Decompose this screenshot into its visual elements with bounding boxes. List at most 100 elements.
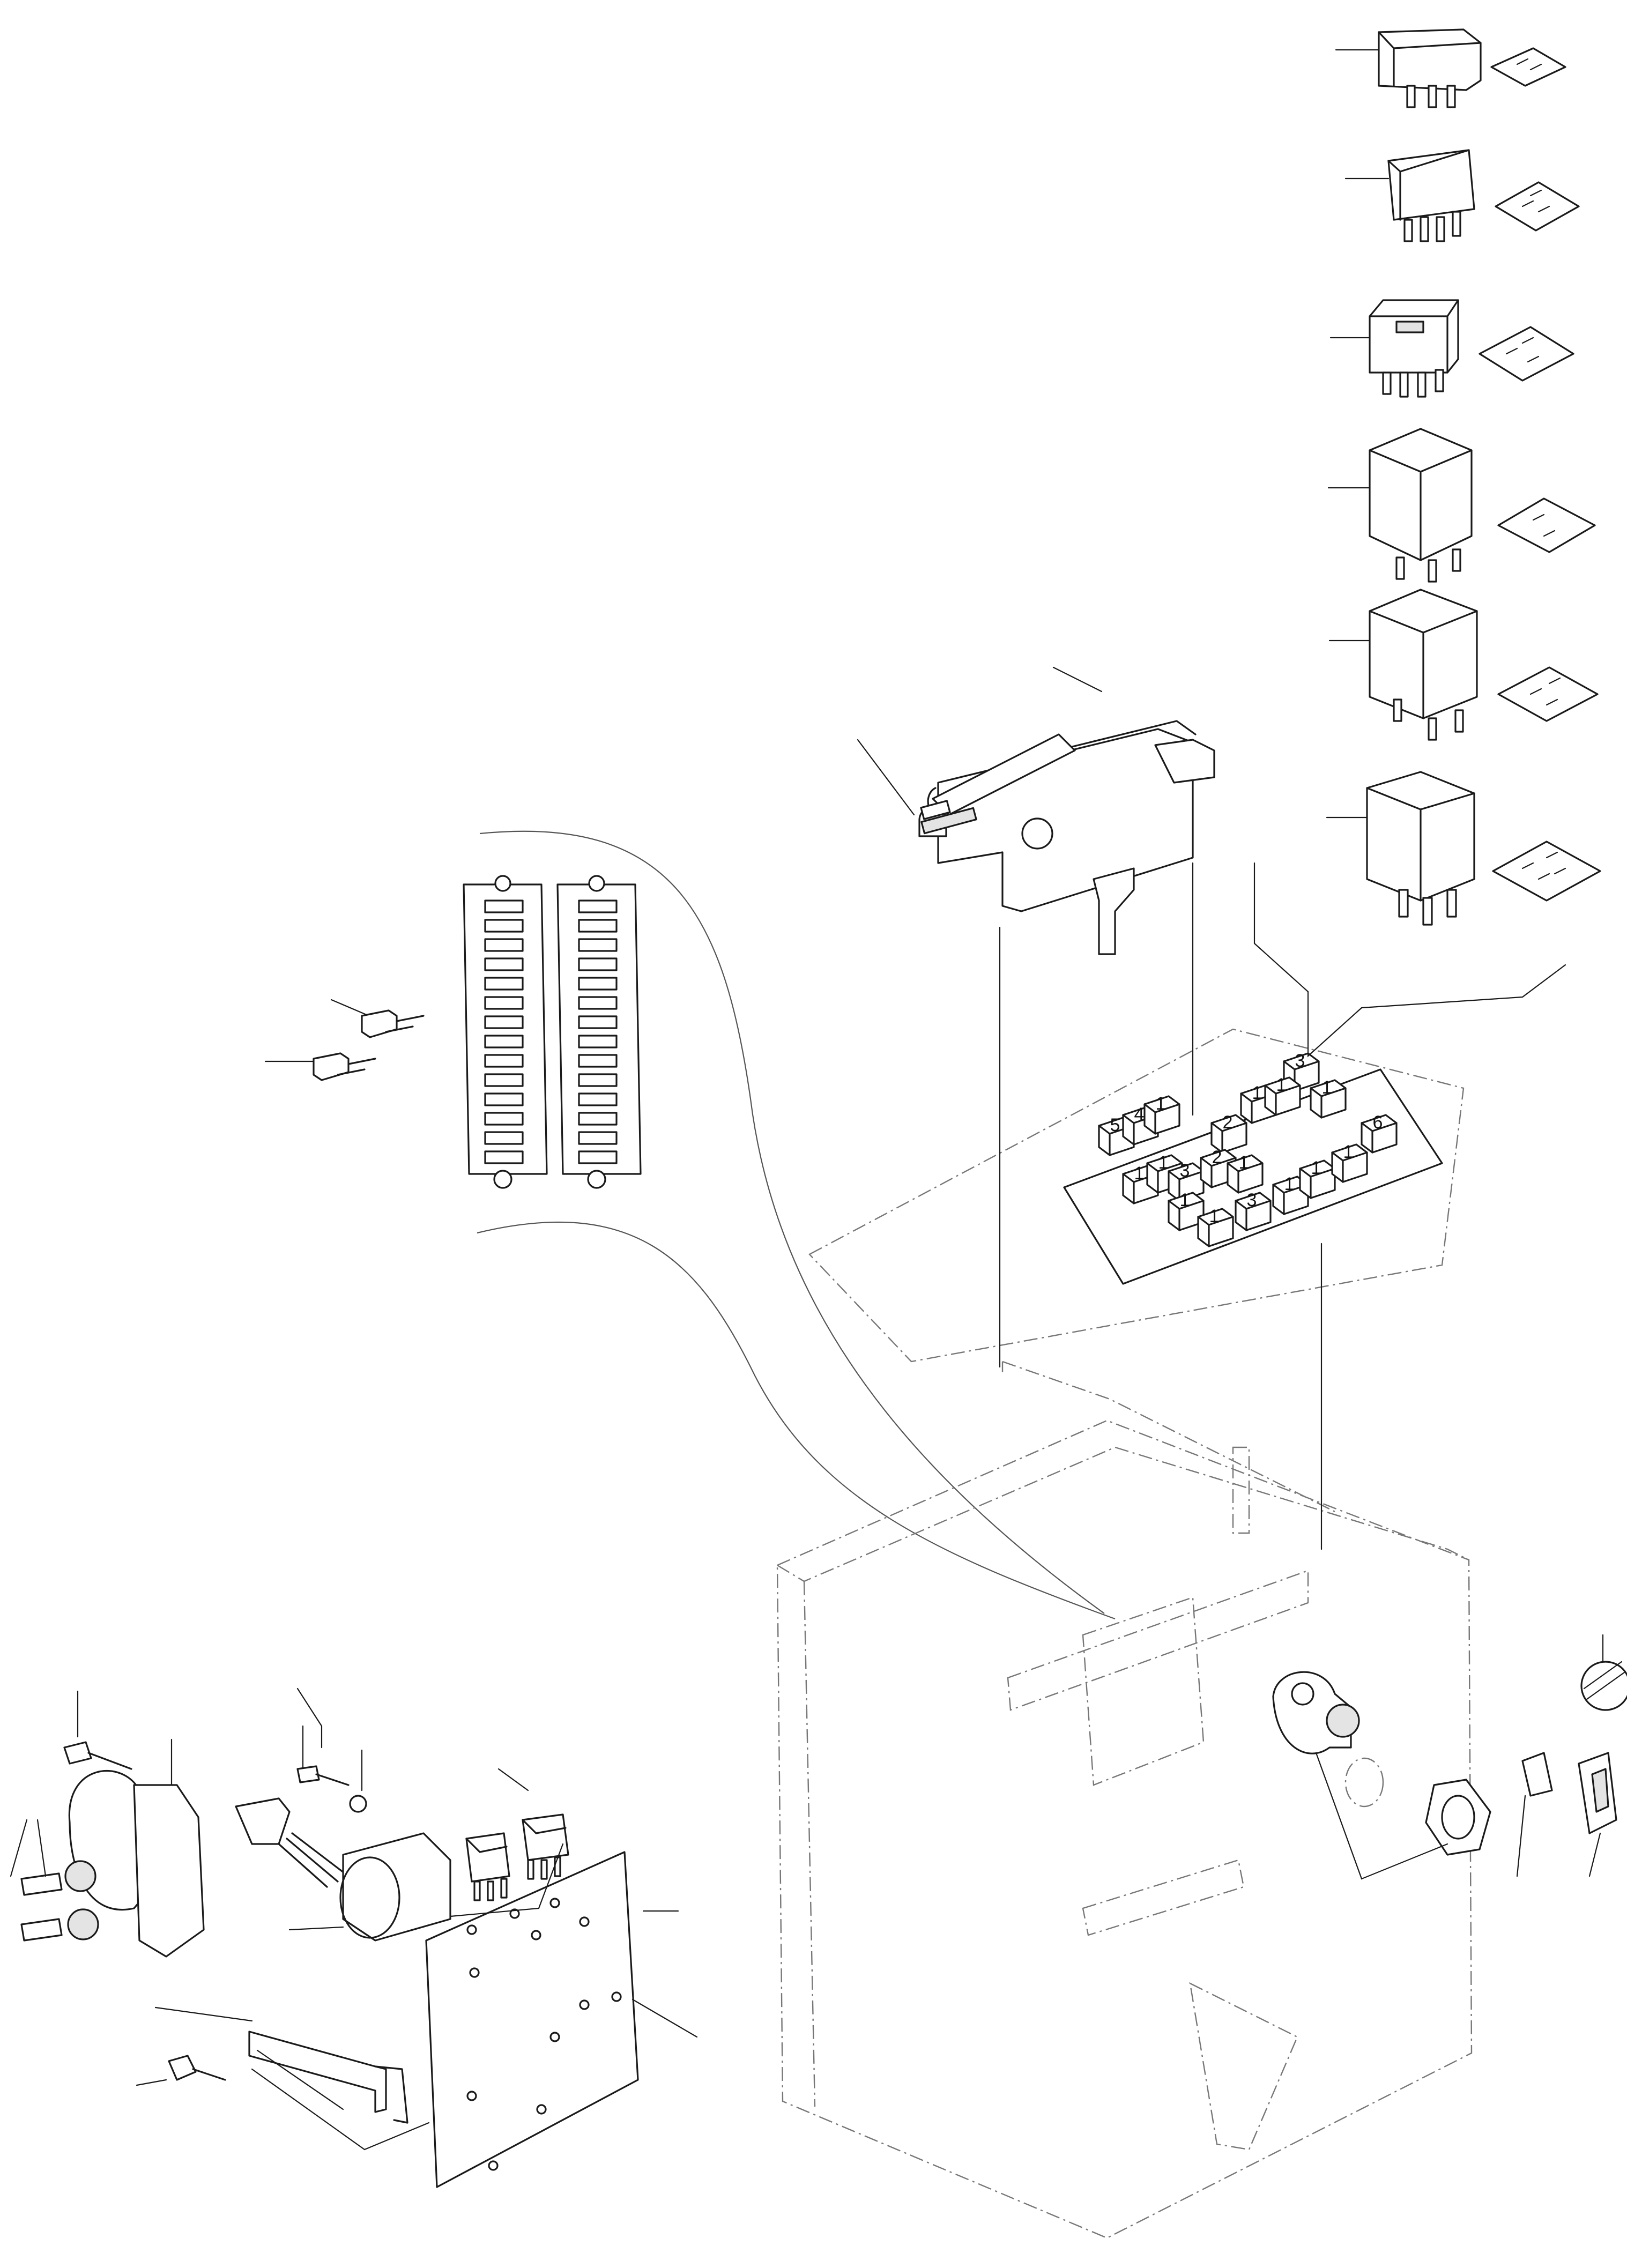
relay-2-pin-diagram	[1495, 181, 1580, 232]
fuse-slot	[484, 1073, 524, 1087]
relay-panel-cell: 6	[1361, 1112, 1398, 1154]
relay-position-number: 1	[1311, 1158, 1321, 1178]
fuse-slot	[484, 1112, 524, 1126]
fuse-slot	[484, 919, 524, 933]
relay-position-number: 3	[1295, 1051, 1305, 1071]
relay-panel-cell: 1	[1299, 1158, 1336, 1199]
relay-position-number: 1	[1158, 1152, 1169, 1173]
relay-position-number: 2	[1223, 1112, 1233, 1133]
plate-hole	[469, 1967, 480, 1978]
fuse-slot	[578, 1112, 618, 1126]
fuse-block-leader-curve-2	[477, 1221, 1116, 1620]
relay-panel-cell: 2	[1210, 1112, 1247, 1154]
relay-position-number: 2	[1212, 1147, 1222, 1168]
fuse-slot	[578, 1054, 618, 1068]
relay-panel-cell: 1	[1143, 1094, 1180, 1135]
relay-panel-cell: 3	[1235, 1190, 1272, 1231]
fuse-slot	[578, 919, 618, 933]
fuse-slot	[484, 957, 524, 971]
relay-position-number: 1	[1322, 1077, 1332, 1098]
fuse-slot	[578, 1035, 618, 1049]
plate-hole	[579, 1916, 590, 1927]
fuse-slot	[484, 1150, 524, 1164]
fuse-slot	[578, 1092, 618, 1106]
relay-panel-cell: 1	[1310, 1077, 1347, 1119]
relay-panel-cell: 1	[1197, 1206, 1234, 1247]
relay-1-pin-diagram	[1490, 47, 1566, 87]
enclosure-box	[776, 1360, 1473, 2239]
mounting-bolt-1	[63, 1690, 132, 1770]
fuse-slot	[484, 1131, 524, 1145]
fuse-slot	[578, 1073, 618, 1087]
fuse-slots	[484, 899, 618, 1164]
fuse-slot	[578, 1150, 618, 1164]
fuse-block-leader-curve	[479, 830, 1105, 1614]
plate-hole	[509, 1908, 520, 1919]
mini-relay-pair	[449, 1768, 569, 1917]
rotary-switch-body	[10, 1738, 205, 1958]
relay-position-number: 1	[1156, 1094, 1166, 1114]
relay-3	[1329, 299, 1459, 398]
fuse-slot	[578, 977, 618, 991]
fuse-slot	[484, 1092, 524, 1106]
relay-panel-cell: 1	[1264, 1075, 1301, 1116]
plate-hole	[488, 2160, 499, 2171]
plate-hole	[579, 1999, 590, 2010]
relay-position-number: 1	[1284, 1174, 1295, 1194]
plate-holes	[466, 1898, 622, 2171]
plate-hole	[466, 2091, 477, 2101]
connector-block	[288, 1832, 451, 1942]
plate-hole	[536, 2104, 547, 2115]
relay-position-number: 1	[1134, 1163, 1145, 1184]
fuse-slot	[484, 977, 524, 991]
mounting-bolt-3	[136, 2049, 430, 2151]
relay-panel-cell: 3	[1168, 1161, 1205, 1202]
plate-hole	[611, 1991, 622, 2002]
relay-position-number: 1	[1276, 1075, 1287, 1095]
relay-group-leader	[1253, 862, 1566, 1058]
relay-panel-cell: 1	[1331, 1142, 1368, 1183]
relay-panel-cell: 1	[1168, 1190, 1205, 1231]
relay-3-pin-diagram	[1479, 326, 1574, 382]
fuse-slot	[578, 938, 618, 952]
mounting-plate	[425, 1851, 698, 2188]
plate-hole	[549, 2032, 560, 2042]
relay-position-number: 3	[1247, 1190, 1257, 1210]
relay-6-pin-diagram	[1492, 841, 1601, 902]
fuse-slot	[484, 1015, 524, 1029]
fuse-slot	[484, 899, 524, 913]
relay-position-number: 1	[1180, 1190, 1190, 1210]
fuse-link-pair	[264, 999, 425, 1081]
cable-harness	[235, 1687, 350, 1888]
rotary-switch	[1272, 1671, 1360, 1754]
fuse-slot	[578, 899, 618, 913]
fuse-slot	[484, 938, 524, 952]
fuse-slot	[578, 996, 618, 1010]
fuse-slot	[484, 1035, 524, 1049]
relay-5-pin-diagram	[1497, 666, 1599, 722]
rocker-switch	[1516, 1752, 1617, 1877]
mounting-bolt-2	[296, 1725, 367, 1813]
relay-panel-cell: 1	[1227, 1152, 1264, 1194]
relay-position-number: 1	[1343, 1142, 1354, 1162]
relay-position-number: 1	[1209, 1206, 1220, 1226]
plate-hole	[531, 1930, 541, 1940]
relay-position-number: 4	[1134, 1104, 1145, 1125]
relay-position-number: 5	[1110, 1115, 1120, 1135]
bracket	[154, 2006, 408, 2124]
relay-5	[1328, 589, 1478, 741]
relay-1	[1335, 28, 1482, 108]
fuse-slot	[484, 1054, 524, 1068]
relay-4	[1327, 428, 1473, 583]
lock-nut	[1315, 1752, 1491, 1880]
plate-hole	[466, 1924, 477, 1935]
washer-ring	[1344, 1757, 1384, 1808]
relay-position-number: 3	[1180, 1161, 1190, 1181]
relay-6	[1326, 771, 1475, 926]
relay-position-number: 1	[1252, 1083, 1262, 1103]
plate-hole	[549, 1898, 560, 1908]
fuse-slot	[578, 957, 618, 971]
fuse-slot	[578, 1015, 618, 1029]
